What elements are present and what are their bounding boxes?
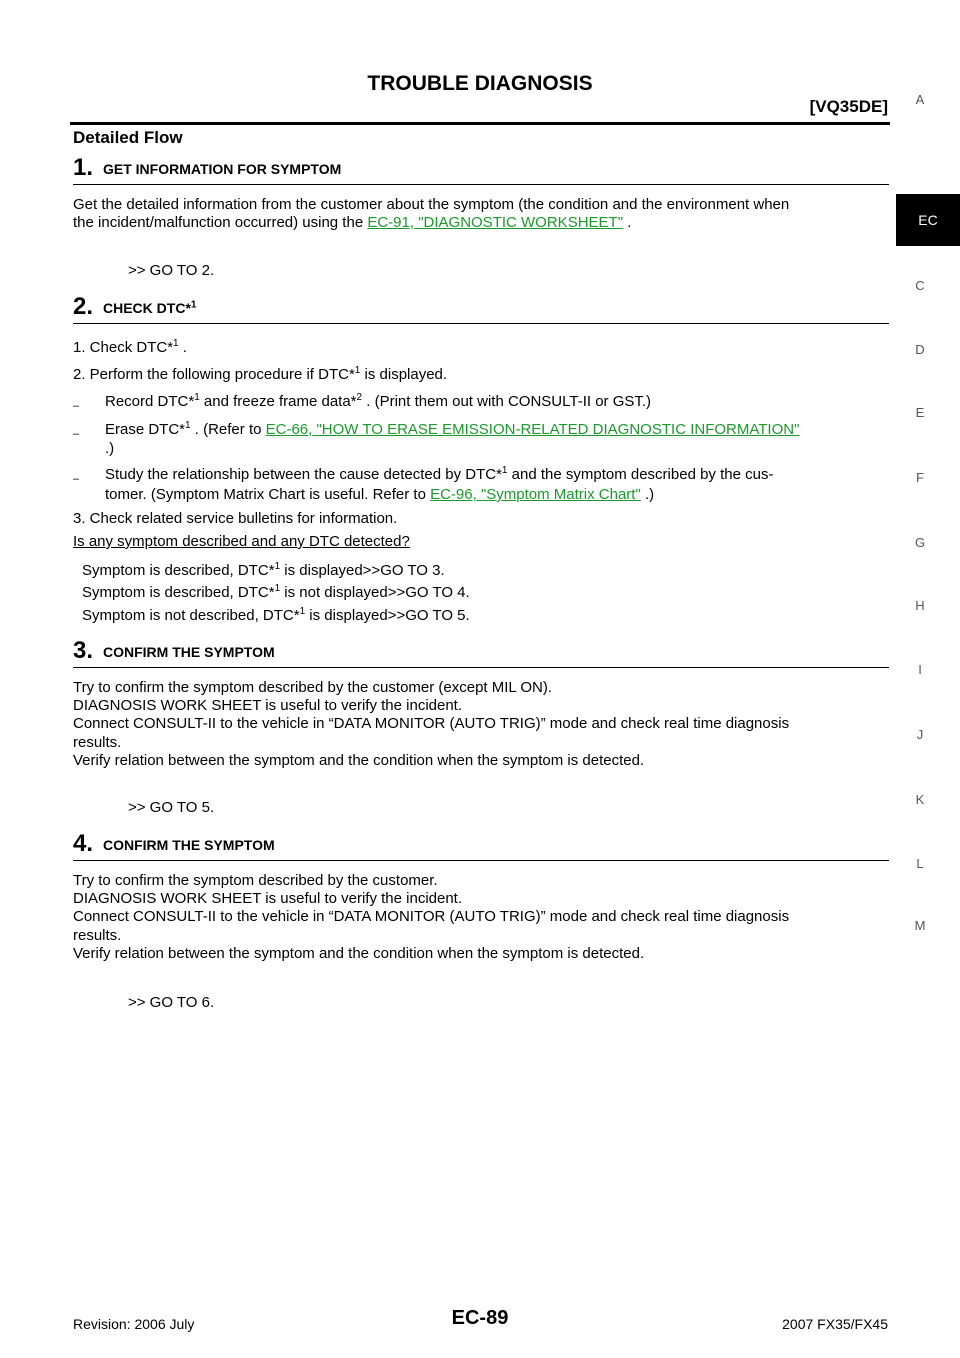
index-tab-m[interactable]: M (914, 918, 926, 933)
step-3-goto: >> GO TO 5. (128, 799, 215, 816)
step-3-line-2: DIAGNOSIS WORK SHEET is useful to verify… (73, 697, 463, 714)
step-4-line-5: Verify relation between the symptom and … (73, 945, 645, 962)
index-tab-h[interactable]: H (915, 598, 925, 613)
step-2-answer-1: Symptom is described, DTC*1 is displayed… (82, 561, 445, 580)
step-1-paragraph-line-2: the incident/malfunction occurred) using… (73, 214, 632, 231)
index-tab-d[interactable]: D (915, 342, 925, 357)
index-tab-c[interactable]: C (915, 278, 925, 293)
step-1-heading: 1. GET INFORMATION FOR SYMPTOM (73, 152, 889, 185)
step-2-answer-2: Symptom is described, DTC*1 is not displ… (82, 583, 470, 602)
index-tab-i[interactable]: I (918, 662, 922, 677)
step-4-line-2: DIAGNOSIS WORK SHEET is useful to verify… (73, 890, 463, 907)
step-1-paragraph-line-1: Get the detailed information from the cu… (73, 196, 790, 213)
step-3-line-1: Try to confirm the symptom described by … (73, 679, 553, 696)
step-2-sub-2-end: .) (105, 440, 115, 457)
step-3-line-4: results. (73, 734, 122, 751)
header-rule (70, 122, 890, 125)
footer-model: 2007 FX35/FX45 (782, 1316, 888, 1332)
step-4-line-3: Connect CONSULT-II to the vehicle in “DA… (73, 908, 790, 925)
step-3-heading: 3. CONFIRM THE SYMPTOM (73, 635, 889, 668)
dash-bullet: – (73, 473, 80, 485)
step-1-title: GET INFORMATION FOR SYMPTOM (103, 161, 342, 177)
step-2-number: 2. (73, 293, 94, 320)
step-4-heading: 4. CONFIRM THE SYMPTOM (73, 828, 889, 861)
dash-bullet: – (73, 400, 80, 412)
footer-page-number: EC-89 (451, 1307, 509, 1329)
model-code: [VQ35DE] (809, 97, 888, 116)
step-2-heading: 2. CHECK DTC*1 (73, 291, 889, 324)
step-3-number: 3. (73, 637, 94, 664)
index-tab-f[interactable]: F (916, 470, 924, 485)
page-title: TROUBLE DIAGNOSIS (367, 72, 593, 95)
step-2-item-3: 3. Check related service bulletins for i… (73, 510, 398, 527)
step-3-line-5: Verify relation between the symptom and … (73, 752, 645, 769)
step-1-number: 1. (73, 154, 94, 181)
dash-bullet: – (73, 428, 80, 440)
step-2-sub-1: Record DTC*1 and freeze frame data*2 . (… (105, 392, 652, 411)
worksheet-link[interactable]: EC-91, "DIAGNOSTIC WORKSHEET" (367, 214, 624, 231)
index-tab-a[interactable]: A (915, 92, 925, 107)
step-2-answer-3: Symptom is not described, DTC*1 is displ… (82, 606, 470, 625)
index-tab-g[interactable]: G (914, 535, 926, 550)
erase-info-link[interactable]: EC-66, "HOW TO ERASE EMISSION-RELATED DI… (265, 421, 800, 438)
step-2-item-1: 1. Check DTC*1 . (73, 338, 187, 357)
index-tab-j[interactable]: J (916, 727, 924, 742)
step-3-title: CONFIRM THE SYMPTOM (103, 644, 275, 660)
step-4-line-1: Try to confirm the symptom described by … (73, 872, 438, 889)
step-4-goto: >> GO TO 6. (128, 994, 215, 1011)
step-4-number: 4. (73, 830, 94, 857)
index-tab-k[interactable]: K (915, 792, 925, 807)
index-tab-ec-active[interactable]: EC (896, 194, 960, 246)
step-2-title: CHECK DTC*1 (103, 299, 197, 316)
index-tab-l[interactable]: L (916, 856, 924, 871)
step-4-title: CONFIRM THE SYMPTOM (103, 837, 275, 853)
step-2-question: Is any symptom described and any DTC det… (73, 533, 410, 550)
step-3-line-3: Connect CONSULT-II to the vehicle in “DA… (73, 715, 790, 732)
index-tab-e[interactable]: E (915, 405, 925, 420)
symptom-matrix-link[interactable]: EC-96, "Symptom Matrix Chart" (430, 486, 641, 503)
step-1-goto: >> GO TO 2. (128, 262, 215, 279)
section-title: Detailed Flow (73, 128, 183, 147)
step-2-item-2: 2. Perform the following procedure if DT… (73, 365, 448, 384)
step-2-sub-2: Erase DTC*1 . (Refer to EC-66, "HOW TO E… (105, 420, 800, 439)
step-2-sub-3-line-2: tomer. (Symptom Matrix Chart is useful. … (105, 486, 655, 503)
step-4-line-4: results. (73, 927, 122, 944)
footer-revision: Revision: 2006 July (73, 1316, 195, 1332)
step-2-sub-3: Study the relationship between the cause… (105, 465, 774, 484)
